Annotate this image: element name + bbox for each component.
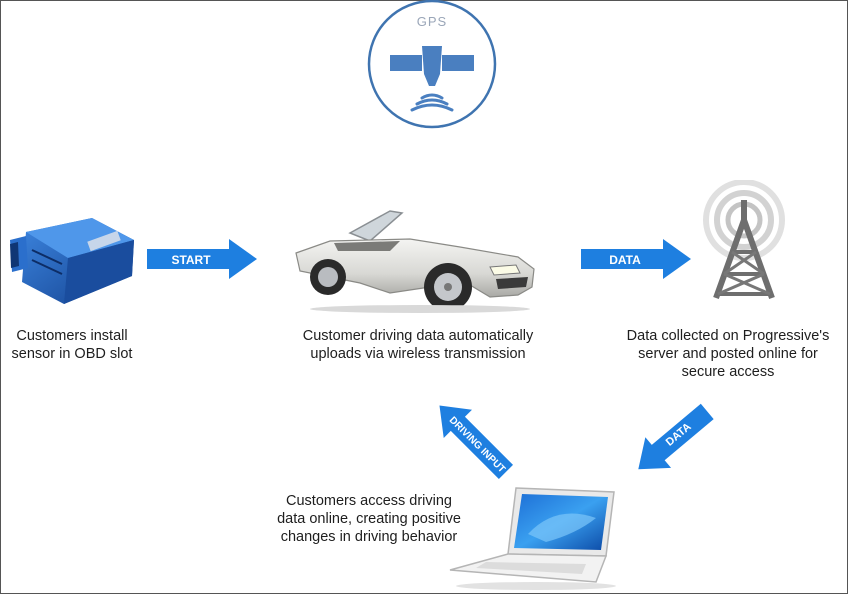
gps-label: GPS xyxy=(417,14,447,29)
server-caption-line: server and posted online for xyxy=(638,346,818,362)
sensor-caption-line: Customers install xyxy=(16,328,128,344)
server-caption-line: Data collected on Progressive's xyxy=(626,328,830,344)
laptop-computer xyxy=(449,487,616,590)
server-caption-line: secure access xyxy=(681,364,775,380)
data-arrow-top-label: DATA xyxy=(609,253,641,267)
radio-tower-icon xyxy=(703,180,785,300)
sensor-caption: Customers install sensor in OBD slot xyxy=(0,327,144,363)
car-caption-line: Customer driving data automatically xyxy=(302,328,534,344)
car-caption-line: uploads via wireless transmission xyxy=(310,346,526,362)
start-arrow: START xyxy=(147,239,257,279)
laptop-caption-line: changes in driving behavior xyxy=(280,529,458,545)
driving-input-label: DRIVING INPUT xyxy=(447,415,507,475)
server-caption: Data collected on Progressive's server a… xyxy=(610,327,846,381)
laptop-caption: Customers access driving data online, cr… xyxy=(256,492,482,546)
convertible-car xyxy=(295,210,535,313)
data-arrow-top: DATA xyxy=(581,239,691,279)
car-caption: Customer driving data automatically uplo… xyxy=(268,327,568,363)
start-arrow-label: START xyxy=(171,253,211,267)
driving-input-arrow: DRIVING INPUT xyxy=(439,405,514,480)
sensor-caption-line: sensor in OBD slot xyxy=(11,346,133,362)
laptop-caption-line: Customers access driving xyxy=(286,493,452,509)
obd-sensor-device xyxy=(10,218,134,304)
laptop-caption-line: data online, creating positive xyxy=(277,511,461,527)
gps-satellite-icon: GPS xyxy=(367,0,497,129)
data-arrow-diagonal: DATA xyxy=(638,403,714,470)
